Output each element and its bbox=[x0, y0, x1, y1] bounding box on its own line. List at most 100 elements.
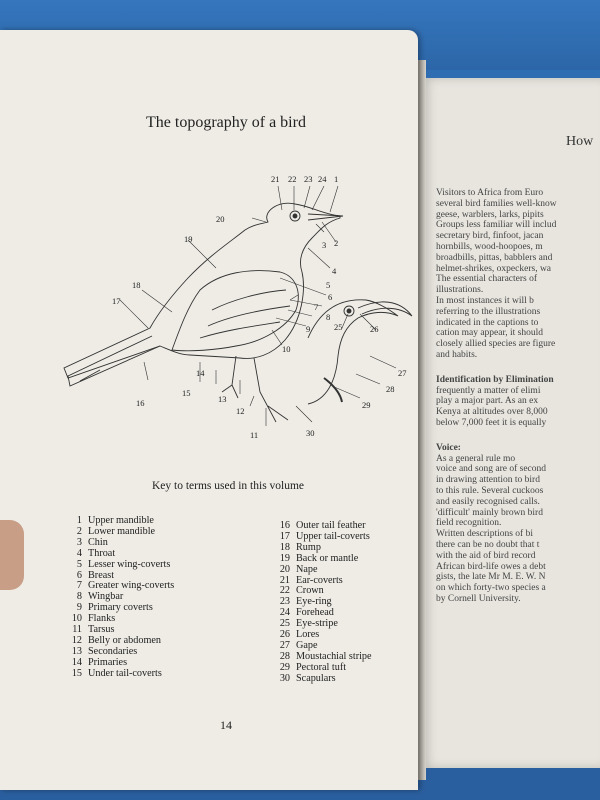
right-page-line: and habits. bbox=[436, 350, 478, 360]
key-term: Belly or abdomen bbox=[88, 634, 161, 646]
diagram-label-29: 29 bbox=[362, 400, 371, 410]
right-page-line: in drawing attention to bird bbox=[436, 475, 540, 486]
key-term: Eye-stripe bbox=[296, 618, 338, 630]
right-page-line: there can be no doubt that t bbox=[436, 540, 540, 550]
right-page-line: As a general rule mo bbox=[436, 453, 516, 464]
key-item: 29 Pectoral tuft bbox=[262, 661, 372, 674]
diagram-label-27: 27 bbox=[398, 368, 407, 378]
key-term: Flanks bbox=[88, 613, 116, 625]
right-page-line: indicated in the captions to bbox=[436, 317, 539, 328]
key-title: Key to terms used in this volume bbox=[152, 480, 305, 492]
key-number: 15 bbox=[71, 667, 82, 679]
key-number: 30 bbox=[279, 672, 290, 684]
key-number: 3 bbox=[76, 536, 82, 548]
second-bird-head bbox=[307, 299, 399, 405]
key-number: 20 bbox=[279, 563, 290, 575]
right-page-line: helmet-shrikes, oxpeckers, wa bbox=[436, 263, 552, 274]
key-item: 17 Upper tail-coverts bbox=[262, 530, 372, 543]
key-term: Upper mandible bbox=[88, 515, 154, 526]
diagram-label-1: 1 bbox=[334, 174, 338, 184]
diagram-label-21: 21 bbox=[271, 174, 280, 184]
key-term: Breast bbox=[88, 569, 115, 581]
key-term: Lesser wing-coverts bbox=[88, 558, 171, 570]
right-page-line: Written descriptions of bi bbox=[436, 529, 533, 540]
diagram-label-23: 23 bbox=[304, 174, 313, 184]
diagram-label-13: 13 bbox=[218, 394, 227, 404]
key-term: Rump bbox=[296, 541, 321, 553]
diagram-label-24: 24 bbox=[318, 174, 327, 184]
key-item: 23 Eye-ring bbox=[262, 596, 372, 608]
diagram-label-17: 17 bbox=[112, 296, 121, 306]
right-page-line: with the aid of bird record bbox=[436, 550, 536, 561]
right-page-line: frequently a matter of elimi bbox=[436, 385, 541, 396]
key-item: 18 Rump bbox=[262, 541, 372, 554]
key-term: Upper tail-coverts bbox=[296, 530, 370, 542]
key-term: Primary coverts bbox=[88, 602, 153, 614]
key-term: Gape bbox=[296, 639, 318, 651]
right-page-heading: How bbox=[566, 134, 594, 149]
key-term: Under tail-coverts bbox=[88, 667, 162, 679]
right-page-line: closely allied species are figure bbox=[436, 339, 556, 350]
diagram-label-18: 18 bbox=[132, 280, 141, 290]
bird-outline bbox=[63, 202, 341, 379]
diagram-label-8: 8 bbox=[326, 312, 330, 322]
key-item: 9 Primary coverts bbox=[54, 602, 174, 614]
key-item: 6 Breast bbox=[54, 569, 174, 582]
key-term: Pectoral tuft bbox=[296, 661, 347, 673]
diagram-label-14: 14 bbox=[196, 368, 205, 378]
key-number: 9 bbox=[76, 602, 82, 614]
key-term: Primaries bbox=[88, 656, 128, 668]
key-item: 12 Belly or abdomen bbox=[54, 634, 174, 647]
key-term: Back or mantle bbox=[296, 552, 359, 564]
right-page-line: Kenya at altitudes over 8,000 bbox=[436, 407, 548, 418]
diagram-label-25: 25 bbox=[334, 322, 343, 332]
key-number: 28 bbox=[279, 650, 290, 662]
right-page-line: and easily recognised calls. bbox=[436, 496, 540, 507]
right-page-line: illustrations. bbox=[436, 285, 484, 296]
diagram-label-7: 7 bbox=[314, 302, 318, 312]
bird-wing bbox=[171, 270, 299, 352]
diagram-label-11: 11 bbox=[250, 430, 258, 440]
key-number: 18 bbox=[279, 541, 290, 553]
diagram-label-6: 6 bbox=[328, 292, 332, 302]
key-number: 4 bbox=[76, 547, 82, 559]
key-number: 26 bbox=[279, 629, 290, 641]
diagram-label-4: 4 bbox=[332, 266, 337, 276]
right-page-line: by Cornell University. bbox=[436, 594, 521, 604]
key-number: 6 bbox=[76, 569, 82, 581]
right-page-line: hornbills, wood-hoopoes, m bbox=[436, 242, 543, 252]
key-number: 25 bbox=[279, 618, 290, 630]
right-page-line: several bird families well-know bbox=[436, 198, 557, 209]
key-item: 26 Lores bbox=[262, 629, 372, 641]
key-number: 17 bbox=[279, 530, 290, 542]
diagram-label-10: 10 bbox=[282, 344, 291, 354]
key-item: 25 Eye-stripe bbox=[262, 618, 372, 630]
bird-topography-diagram: 21 22 23 24 1 2 3 4 5 6 7 8 9 10 11 12 1… bbox=[63, 174, 413, 440]
key-number: 8 bbox=[76, 591, 82, 603]
page-number: 14 bbox=[220, 718, 232, 732]
key-term: Forehead bbox=[296, 607, 334, 619]
key-number: 2 bbox=[76, 525, 82, 537]
key-term: Wingbar bbox=[88, 591, 124, 603]
key-term: Eye-ring bbox=[296, 596, 332, 608]
key-term: Greater wing-coverts bbox=[88, 580, 175, 592]
key-number: 29 bbox=[279, 661, 290, 673]
key-number: 12 bbox=[71, 634, 82, 646]
key-term: Lores bbox=[296, 629, 320, 641]
right-page-line: Visitors to Africa from Euro bbox=[436, 188, 544, 198]
key-number: 11 bbox=[72, 624, 82, 636]
right-page-line: secretary bird, finfoot, jacan bbox=[436, 231, 544, 242]
right-page-line: voice and song are of second bbox=[436, 464, 547, 475]
key-number: 23 bbox=[279, 596, 290, 608]
right-page-line: Identification by Elimination bbox=[436, 374, 554, 385]
